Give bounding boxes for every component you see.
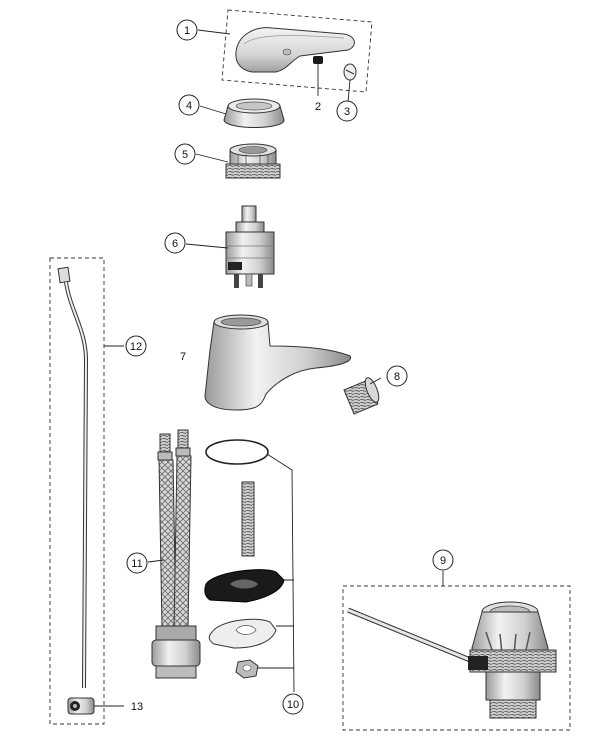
aerator: [343, 377, 380, 415]
svg-text:8: 8: [394, 371, 400, 383]
rod-connector: [67, 697, 95, 715]
callout-3: 3: [336, 100, 358, 122]
callout-7: 7: [180, 351, 186, 363]
callout-9: 9: [432, 549, 454, 571]
callout-11: 11: [126, 552, 148, 574]
callout-10: 10: [282, 693, 304, 715]
waste-frame: [342, 585, 571, 731]
svg-text:5: 5: [182, 149, 188, 161]
fixing-kit: [204, 439, 285, 679]
flexible-hoses: [151, 429, 201, 679]
indicator-cap: [343, 63, 357, 81]
cartridge: [225, 205, 275, 288]
pop-up-rod-frame: [49, 257, 105, 725]
callout-5: 5: [174, 143, 196, 165]
lever-handle: [235, 27, 355, 73]
callout-2: 2: [315, 101, 321, 113]
grub-screw: [313, 56, 323, 64]
svg-text:12: 12: [130, 341, 142, 353]
svg-text:7: 7: [180, 351, 186, 363]
callout-13: 13: [131, 701, 143, 713]
cartridge-nut: [225, 143, 281, 179]
o-ring: [205, 439, 269, 465]
svg-text:11: 11: [131, 558, 142, 570]
callout-8: 8: [386, 365, 408, 387]
svg-text:2: 2: [315, 101, 321, 113]
svg-text:13: 13: [131, 701, 143, 713]
callout-4: 4: [178, 94, 200, 116]
svg-text:9: 9: [440, 555, 446, 567]
callout-12: 12: [125, 335, 147, 357]
svg-text:6: 6: [172, 238, 178, 250]
svg-text:1: 1: [184, 25, 190, 37]
threaded-stud: [241, 481, 255, 557]
pop-up-rod: [57, 266, 89, 689]
pop-up-waste: [347, 601, 557, 719]
svg-text:3: 3: [344, 106, 350, 118]
svg-text:4: 4: [186, 100, 192, 112]
shroud: [223, 98, 285, 128]
svg-text:10: 10: [287, 699, 299, 711]
callout-1: 1: [176, 19, 198, 41]
callout-6: 6: [164, 232, 186, 254]
tap-body: [204, 314, 352, 411]
